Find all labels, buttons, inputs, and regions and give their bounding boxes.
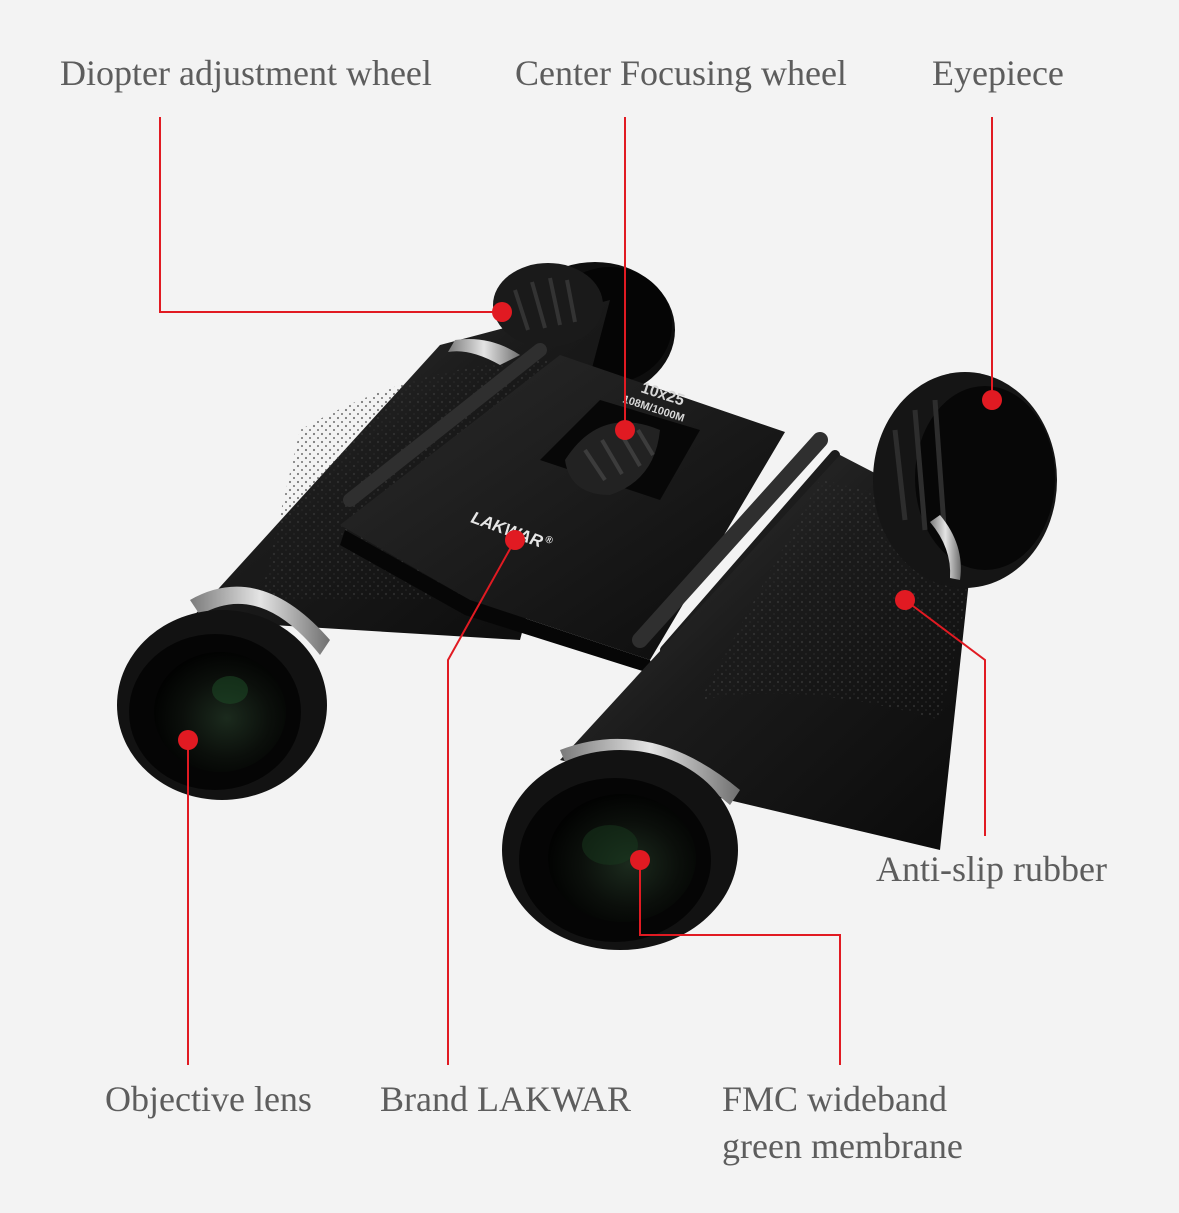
center-bridge: 10x25 108M/1000M LAKWAR® xyxy=(340,343,840,675)
label-center-focusing-wheel: Center Focusing wheel xyxy=(515,53,847,93)
callout-line-diopter xyxy=(159,117,502,313)
callout-dot-eyepiece xyxy=(982,390,1002,410)
callout-dots xyxy=(178,302,1002,870)
left-barrel-front xyxy=(117,586,330,800)
center-focus-wheel xyxy=(565,422,660,495)
callout-dot-fmc xyxy=(630,850,650,870)
label-objective-lens: Objective lens xyxy=(105,1079,312,1119)
label-anti-slip-rubber: Anti-slip rubber xyxy=(876,849,1107,889)
label-diopter-adjustment-wheel: Diopter adjustment wheel xyxy=(60,53,432,93)
callout-line-anti-slip xyxy=(904,599,986,836)
label-fmc-line-1: FMC wideband xyxy=(722,1079,947,1119)
callout-dot-center-focus xyxy=(615,420,635,440)
callout-line-fmc xyxy=(639,860,841,1065)
callout-dot-objective xyxy=(178,730,198,750)
right-barrel xyxy=(502,372,1057,950)
callout-dot-anti-slip xyxy=(895,590,915,610)
callout-line-brand xyxy=(447,539,516,1065)
label-fmc-line-2: green membrane xyxy=(722,1125,963,1166)
label-eyepiece: Eyepiece xyxy=(932,53,1064,93)
callout-dot-diopter xyxy=(492,302,512,322)
callout-dot-brand xyxy=(505,530,525,550)
label-brand: Brand LAKWAR xyxy=(380,1079,631,1119)
eyepiece xyxy=(873,372,1057,588)
objective-lens-left xyxy=(117,610,327,800)
objective-lens-right xyxy=(502,750,738,950)
callout-lines xyxy=(159,117,993,1065)
label-fmc-membrane: FMC wideband green membrane xyxy=(722,1076,963,1170)
